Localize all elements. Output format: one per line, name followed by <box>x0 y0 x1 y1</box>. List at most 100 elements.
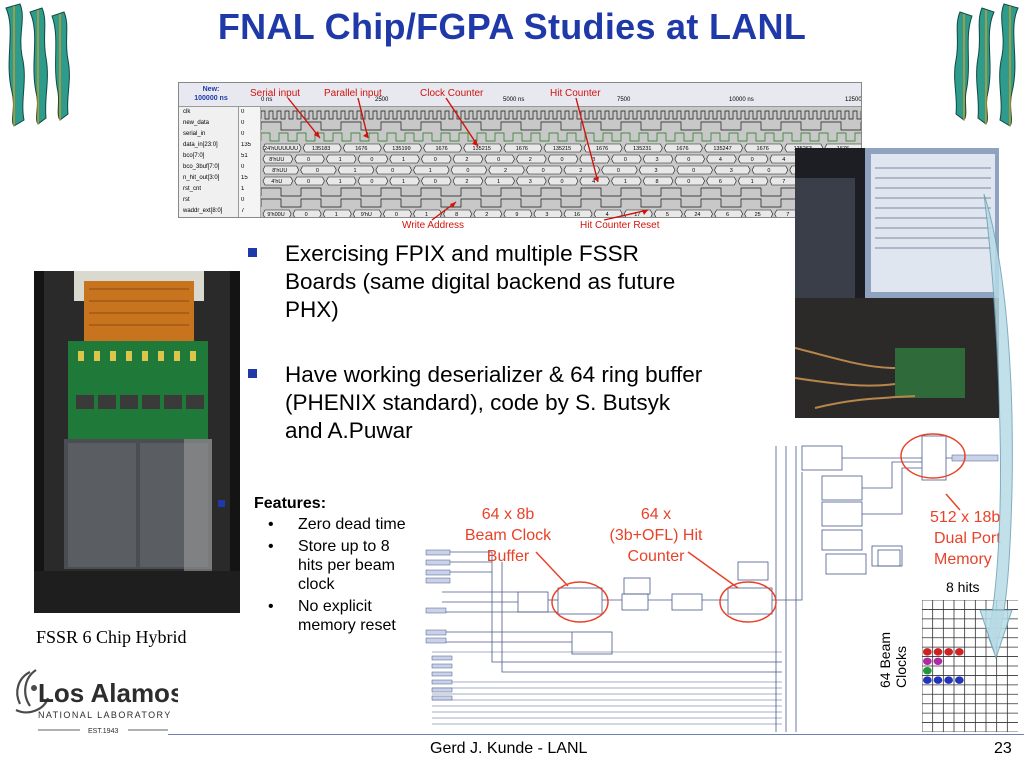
feature-item: Zero dead time <box>252 515 412 534</box>
annotation-arrows <box>287 97 649 221</box>
waveform-signal-value: 7 <box>241 208 245 214</box>
waveform-digital-trace <box>261 187 861 197</box>
waveform-bus-value: 0 <box>560 179 563 185</box>
waveform-bus-segment <box>611 154 642 164</box>
label-line: Memory <box>934 551 992 568</box>
hit-marker <box>933 676 943 684</box>
bullet-text: Exercising FPIX and multiple FSSR Boards… <box>285 241 676 322</box>
feature-item: No explicit memory reset <box>252 597 412 635</box>
waveform-signal-value: 1 <box>241 186 245 192</box>
hit-marker <box>923 676 932 684</box>
waveform-bus-segment <box>547 176 579 186</box>
waveform-signal-name[interactable]: n_hit_out[3:0] <box>183 175 220 181</box>
svg-text:Los Alamos: Los Alamos <box>38 678 178 708</box>
waveform-signal-value: 0 <box>241 164 245 170</box>
waveform-bus-segment <box>450 165 488 175</box>
waveform-bus-value: 1 <box>402 157 405 163</box>
waveform-bus-segment <box>294 154 325 164</box>
footer-author: Gerd J. Kunde - LANL <box>430 740 588 757</box>
waveform-bus-segment <box>751 165 789 175</box>
waveform-tick: 5000 ns <box>503 97 525 103</box>
waveform-signal-name[interactable]: bco[7:0] <box>183 153 205 159</box>
waveform-bus-segment <box>737 176 769 186</box>
label-line: (3b+OFL) Hit <box>609 527 703 544</box>
waveform-bus-value: 4'hU <box>271 179 282 185</box>
waveform-bus-segment <box>262 143 302 153</box>
bullet-text: Have working deserializer & 64 ring buff… <box>285 362 703 443</box>
waveform-bus-value: 2 <box>529 157 532 163</box>
waveform-bus-value: 9'hU <box>361 212 372 218</box>
waveform-signal-name[interactable]: clk <box>183 109 191 115</box>
lab-setup-photo <box>795 148 999 418</box>
waveform-signal-name[interactable]: waddr_ext[8:0] <box>183 208 223 214</box>
waveform-bus-value: 2 <box>465 179 468 185</box>
svg-text:64 Beam: 64 Beam <box>877 632 893 688</box>
waveform-bus-segment <box>533 209 563 217</box>
waveform-bus-segment <box>262 176 294 186</box>
annotation-hit-counter: Hit Counter <box>550 88 601 99</box>
label-beam-clock-buffer: 64 x 8b Beam Clock Buffer <box>448 504 568 567</box>
hit-marker <box>944 648 953 656</box>
waveform-bus-segment <box>375 165 412 175</box>
waveform-signal-name[interactable]: serial_in <box>183 131 206 137</box>
label-line: 64 x 8b <box>481 506 535 523</box>
waveform-signal-name[interactable]: rst_cnt <box>183 186 202 192</box>
waveform-signal-name[interactable]: data_in[23:0] <box>183 142 218 148</box>
waveform-bus-segment <box>383 209 412 217</box>
hidden-bullet-square <box>218 500 225 507</box>
label-dual-port-memory: 512 x 18b Dual Port Memory <box>930 507 1020 570</box>
waveform-bus-segment <box>704 143 743 153</box>
waveform-bus-value: 0 <box>370 157 373 163</box>
waveform-bus-segment <box>292 209 322 217</box>
waveform-bus-segment <box>383 143 422 153</box>
waveform-signal-name[interactable]: bco_3buf[7:0] <box>183 164 220 170</box>
label-line: Counter <box>627 548 685 565</box>
hit-marker <box>923 657 932 665</box>
waveform-bus-value: 1 <box>751 179 754 185</box>
waveform-bus-value: 0 <box>497 157 500 163</box>
waveform-bus-segment <box>389 154 420 164</box>
waveform-bus-value: 1676 <box>676 146 688 152</box>
curved-arrow-decoration <box>979 193 1013 660</box>
waveform-bus-value: 0 <box>767 168 770 174</box>
waveform-bus-segment <box>516 154 547 164</box>
label-line: Beam Clock <box>464 527 552 544</box>
waveform-bus-segment <box>593 209 623 217</box>
slide-title: FNAL Chip/FGPA Studies at LANL <box>217 6 807 47</box>
waveform-bus-segment <box>503 209 533 217</box>
waveform-tick: 0 ns <box>261 97 273 103</box>
bullet-square <box>248 369 257 378</box>
waveform-bus-value: 8 <box>656 179 659 185</box>
waveform-signal-name[interactable]: rst <box>183 197 190 203</box>
waveform-bus-value: 0 <box>687 157 690 163</box>
waveform-bus-segment <box>463 143 503 153</box>
annotation-serial-input: Serial input <box>250 88 301 99</box>
waveform-bus-value: 0 <box>391 168 394 174</box>
features-block: Features: Zero dead time Store up to 8 h… <box>252 495 412 638</box>
waveform-bus-segment <box>357 176 389 186</box>
waveform-bus-segment <box>262 165 299 175</box>
waveform-bus-segment <box>579 176 610 186</box>
logic-schematic <box>425 433 999 732</box>
waveform-bus-value: 8'hUU <box>272 168 287 174</box>
waveform-bus-value: 4 <box>782 157 785 163</box>
label-line: Dual Port <box>934 530 1001 547</box>
waveform-digital-trace <box>261 121 861 131</box>
waveform-signal-value: 0 <box>241 131 245 137</box>
waveform-bus-value: 1676 <box>596 146 608 152</box>
waveform-bus-value: 0 <box>617 168 620 174</box>
waveform-bus-value: 1676 <box>757 146 769 152</box>
waveform-bus-value: 1676 <box>435 146 447 152</box>
waveform-bus-value: 0 <box>542 168 545 174</box>
footer-rule <box>168 734 1024 735</box>
waveform-bus-segment <box>294 176 325 186</box>
waveform-bus-value: 1676 <box>516 146 528 152</box>
waveform-bus-value: 1 <box>497 179 500 185</box>
label-hit-counter: 64 x (3b+OFL) Hit Counter <box>596 504 716 567</box>
waveform-signal-name[interactable]: new_data <box>183 120 210 126</box>
waveform-bus-value: 7 <box>782 179 785 185</box>
waveform-bus-value: 4 <box>719 157 722 163</box>
waveform-bus-value: 8'hUU <box>269 157 284 163</box>
waveform-bus-value: 0 <box>466 168 469 174</box>
los-alamos-logo: Los Alamos NATIONAL LABORATORY EST.1943 <box>8 664 184 736</box>
